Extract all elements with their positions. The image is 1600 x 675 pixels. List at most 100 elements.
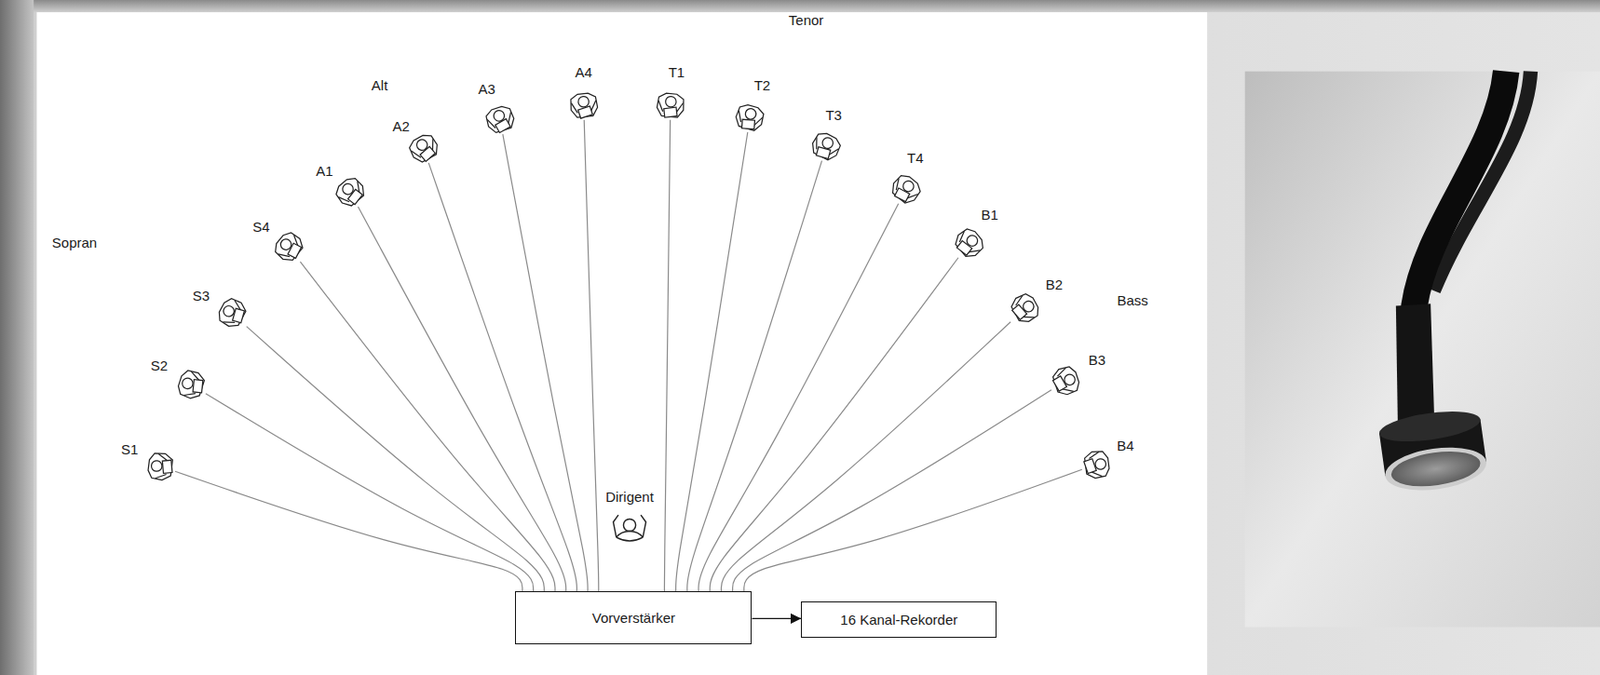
left-strip <box>0 0 34 675</box>
microphone-cable <box>664 120 670 593</box>
music-sheet <box>231 309 245 324</box>
box-text: Vorverstärker <box>592 610 676 626</box>
singer-arms <box>892 177 919 203</box>
voice-label: T1 <box>668 64 686 81</box>
singer-shoulders <box>655 92 685 118</box>
microphone-cable <box>175 471 523 592</box>
microphone-cable <box>357 206 566 593</box>
singer-icon <box>173 366 209 403</box>
microphone-cable <box>744 469 1083 592</box>
singer-icon <box>1007 290 1044 326</box>
singer-icon <box>652 87 689 123</box>
singer-shoulders <box>406 131 441 164</box>
singer-shoulders <box>271 229 306 265</box>
mic-mesh <box>1389 447 1483 492</box>
singer-figure: B1 <box>951 225 988 261</box>
singer-body <box>271 229 307 266</box>
voice-tag: A1 <box>315 162 333 180</box>
conductor-figure <box>612 515 646 542</box>
singer-body <box>147 451 175 482</box>
microphone-cable <box>732 390 1052 593</box>
voice-tag: B4 <box>1116 437 1134 455</box>
singer-arms <box>338 181 365 206</box>
voice-label: A4 <box>575 64 593 81</box>
singer-shoulders <box>569 92 598 119</box>
singer-figure: S3 <box>214 295 250 331</box>
singer-head <box>664 95 677 108</box>
conductor-head <box>623 518 636 531</box>
music-sheet <box>1012 304 1028 320</box>
voice-tag: S2 <box>150 357 168 375</box>
singer-arms <box>278 234 303 261</box>
singer-head <box>577 95 590 109</box>
voice-label: A1 <box>315 162 333 179</box>
singer-body <box>332 174 369 210</box>
singer-figure: S1 <box>142 448 178 485</box>
music-sheet <box>816 146 831 159</box>
microphone-cable <box>428 162 577 593</box>
microphone-cable <box>299 261 556 592</box>
singer-figure: B4 <box>1079 447 1115 483</box>
music-sheet <box>162 460 173 474</box>
singer-body <box>176 368 207 402</box>
voice-label: A3 <box>477 81 495 97</box>
singer-shoulders <box>1008 290 1042 326</box>
voice-label: S3 <box>192 287 210 304</box>
singer-body <box>1050 364 1083 397</box>
singer-shoulders <box>484 104 517 135</box>
music-sheet <box>894 188 910 203</box>
voice-label: T4 <box>907 149 924 166</box>
singer-icon <box>732 99 768 136</box>
voice-tag: A4 <box>575 64 593 82</box>
singer-body <box>484 104 517 136</box>
microphone-cable <box>698 203 899 593</box>
singer-shoulders <box>809 129 844 163</box>
singer-body <box>733 102 767 134</box>
singer-icon <box>142 448 178 485</box>
voice-label: A2 <box>392 118 409 135</box>
voice-label: B4 <box>1116 437 1134 454</box>
section-label: Tenor <box>786 12 827 28</box>
singer-body <box>1007 290 1043 326</box>
singer-body <box>406 131 441 165</box>
voice-label: T2 <box>754 77 772 94</box>
conductor-arms <box>612 515 646 538</box>
music-sheet <box>495 119 511 134</box>
music-sheet <box>742 119 756 130</box>
singer-icon <box>808 128 844 164</box>
singer-body <box>569 92 598 120</box>
section-label: Sopran <box>50 234 99 251</box>
voice-tag: B1 <box>981 206 999 224</box>
singer-shoulders <box>176 368 206 402</box>
conductor-label: Dirigent <box>603 488 656 505</box>
voice-label: S2 <box>150 357 168 374</box>
singer-icon <box>566 87 602 123</box>
singer-figure: B3 <box>1048 363 1085 399</box>
singer-shoulders <box>1051 364 1082 397</box>
singer-arms <box>812 136 840 158</box>
singer-shoulders <box>215 296 248 331</box>
device-box: 16 Kanal-Rekorder <box>800 601 997 638</box>
section-label: Bass <box>1114 293 1150 310</box>
diagram-panel <box>36 12 1207 675</box>
singer-figure: T1 <box>652 87 689 123</box>
singer-icon <box>332 174 368 210</box>
singer-icon <box>1079 447 1115 483</box>
conductor-shoulders <box>616 531 643 542</box>
singer-shoulders <box>888 171 924 206</box>
microphone-cable <box>502 134 588 592</box>
voice-tag: B3 <box>1088 352 1106 369</box>
singer-figure: T3 <box>808 128 844 164</box>
music-sheet <box>956 240 972 256</box>
device-box: Vorverstärker <box>515 591 752 645</box>
music-sheet <box>192 379 204 394</box>
microphone-cable <box>676 132 748 592</box>
voice-tag: B2 <box>1045 276 1063 294</box>
voice-tag: A2 <box>392 118 409 136</box>
music-sheet <box>577 106 593 119</box>
voice-label: T3 <box>825 107 842 123</box>
singer-shoulders <box>1084 449 1111 479</box>
voice-label: B2 <box>1045 276 1063 293</box>
singer-body <box>950 225 987 262</box>
